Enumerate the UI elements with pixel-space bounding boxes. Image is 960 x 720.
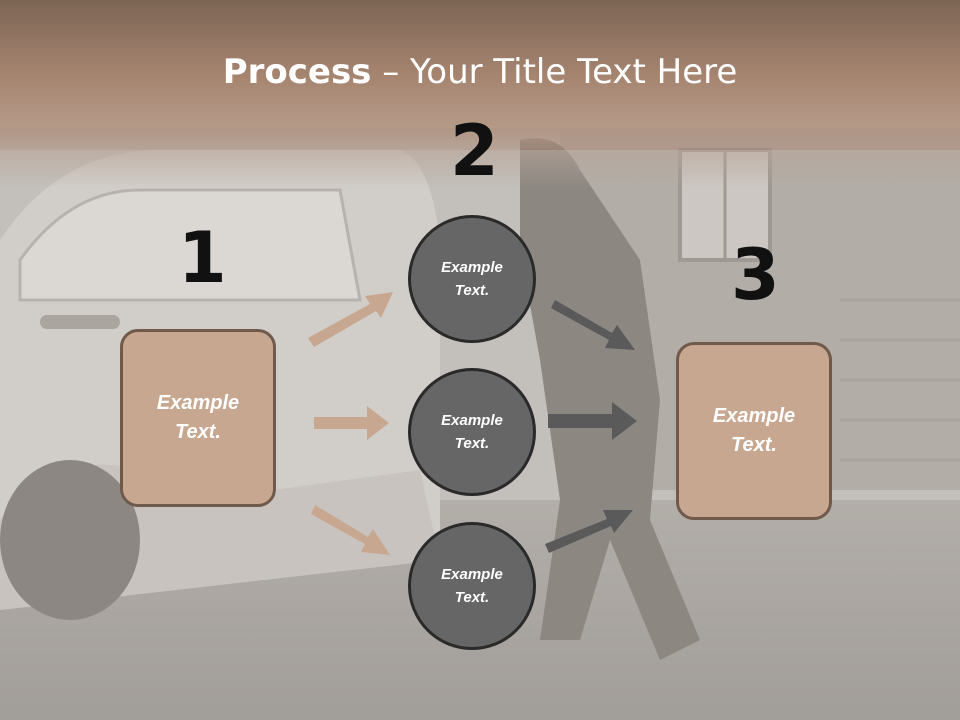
arrow-left-to-top [308, 292, 393, 347]
step-3-text: Example Text. [712, 405, 796, 456]
arrow-left-to-bottom [311, 505, 390, 555]
arrow-top-to-right [551, 300, 635, 350]
step-number-3: 3 [731, 234, 780, 316]
gray-arrows [545, 300, 637, 553]
step-number-2: 2 [450, 110, 499, 192]
step-3-box: Example Text. [676, 342, 832, 520]
tan-arrows [308, 292, 393, 555]
title-rest: – Your Title Text Here [371, 52, 738, 92]
arrow-left-to-middle [314, 406, 389, 440]
step-2-circle-bottom: Example Text. [408, 522, 536, 650]
title-bold: Process [222, 52, 372, 92]
step-2-circle-middle: Example Text. [408, 368, 536, 496]
page-title: Process – Your Title Text Here [0, 52, 960, 92]
arrow-bottom-to-right [545, 510, 633, 553]
circle-bottom-text: Example Text. [441, 566, 503, 606]
step-1-text: Example Text. [156, 392, 240, 443]
step-1-box: Example Text. [120, 329, 276, 507]
circle-middle-text: Example Text. [441, 412, 503, 452]
step-2-circle-top: Example Text. [408, 215, 536, 343]
arrow-middle-to-right [548, 402, 637, 440]
circle-top-text: Example Text. [441, 259, 503, 299]
step-number-1: 1 [178, 217, 227, 299]
